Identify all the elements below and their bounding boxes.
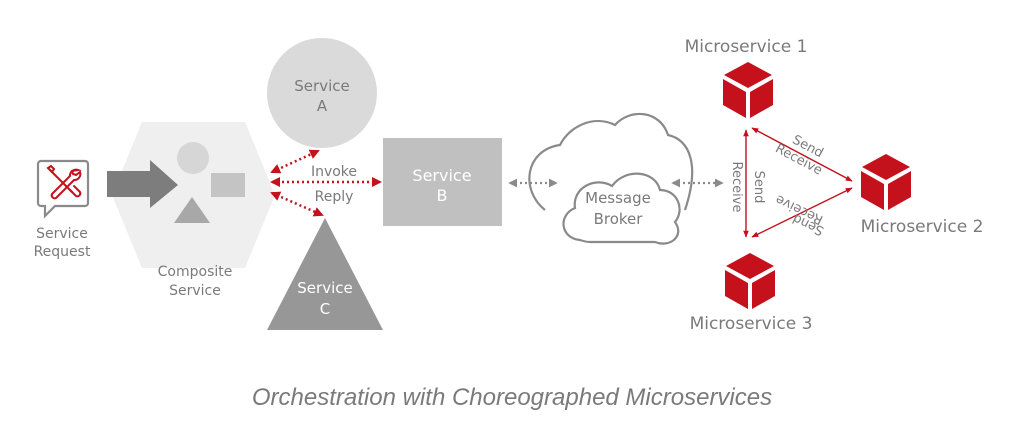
composite-triangle-shape — [174, 197, 210, 223]
service-c-node — [267, 218, 383, 330]
arrow-composite-service-c — [270, 191, 324, 217]
message-broker-cloud-icon — [562, 172, 681, 245]
m1-m3-send-label: Send — [751, 171, 766, 204]
service-a-label-2: A — [317, 97, 328, 115]
arrow-composite-service-a — [270, 149, 320, 174]
invoke-label: Invoke — [311, 164, 357, 180]
microservice-3-cube-icon — [725, 253, 775, 309]
service-c-label-1: Service — [297, 279, 352, 297]
message-broker-label-1: Message — [585, 189, 651, 207]
composite-service-hexagon — [112, 122, 275, 268]
wrench-screwdriver-icon — [46, 164, 82, 200]
microservice-3-label: Microservice 3 — [690, 314, 813, 334]
reply-label: Reply — [315, 189, 354, 205]
edge-m2-m3 — [751, 187, 853, 238]
composite-service-label-1: Composite — [158, 264, 233, 280]
service-c-label-2: C — [320, 300, 330, 318]
composite-circle-shape — [177, 142, 209, 174]
request-arrow-icon — [107, 160, 178, 208]
service-request-label-1: Service — [36, 226, 88, 242]
diagram-caption: Orchestration with Choreographed Microse… — [251, 384, 773, 411]
service-b-label-1: Service — [412, 166, 471, 185]
service-a-node — [267, 38, 377, 148]
service-request-label-2: Request — [34, 244, 91, 260]
composite-service-label-2: Service — [169, 283, 221, 299]
service-b-label-2: B — [437, 186, 448, 205]
service-b-node — [383, 138, 502, 226]
microservice-2-cube-icon — [861, 154, 911, 210]
composite-square-shape — [211, 173, 245, 197]
service-request-icon — [36, 159, 90, 219]
microservice-1-label: Microservice 1 — [685, 37, 808, 57]
service-a-label-1: Service — [294, 77, 349, 95]
message-broker-label-2: Broker — [594, 210, 644, 228]
microservice-2-label: Microservice 2 — [861, 217, 984, 237]
edge-m1-m2 — [751, 127, 853, 182]
m1-m3-receive-label: Receive — [729, 162, 744, 213]
microservice-1-cube-icon — [723, 62, 773, 118]
outer-cloud-icon — [528, 112, 694, 211]
